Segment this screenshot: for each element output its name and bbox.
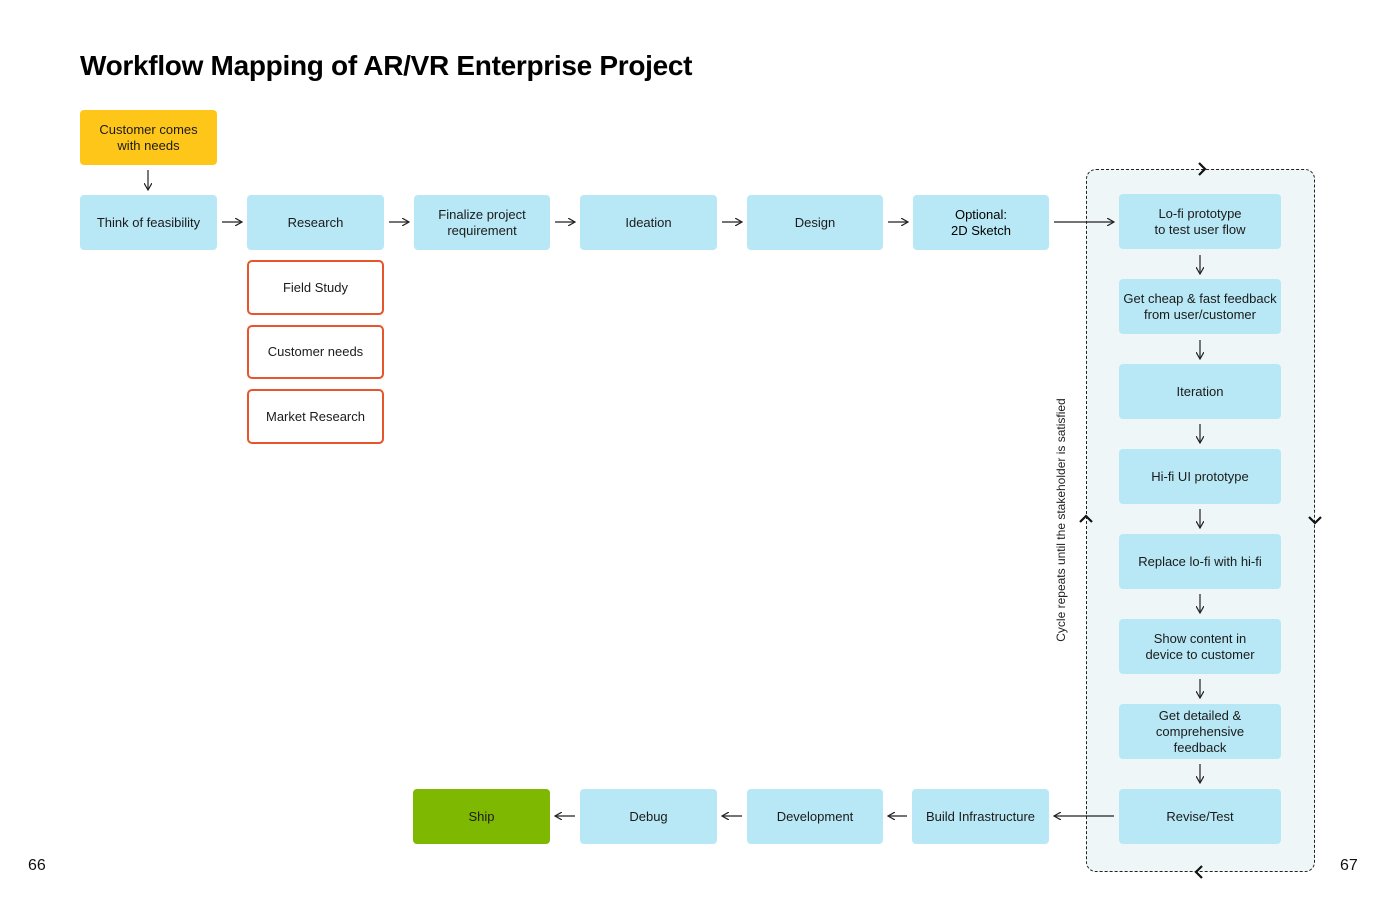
step-research: Research bbox=[247, 195, 384, 250]
step-label: Ideation bbox=[625, 214, 672, 230]
loop-step-hifi-prototype: Hi-fi UI prototype bbox=[1119, 449, 1281, 504]
step-optional-2d-sketch: Optional:2D Sketch bbox=[913, 195, 1049, 250]
loop-direction-chevron bbox=[1308, 516, 1322, 525]
page-number-left: 66 bbox=[28, 857, 46, 874]
step-label: Show content in bbox=[1153, 630, 1247, 646]
research-item-field-study: Field Study bbox=[247, 260, 384, 315]
step-label: comprehensive bbox=[1155, 723, 1245, 739]
step-label: to test user flow bbox=[1154, 221, 1246, 237]
step-label: 2D Sketch bbox=[951, 222, 1011, 238]
step-label: Get cheap & fast feedback bbox=[1123, 290, 1277, 306]
step-label: Replace lo-fi with hi-fi bbox=[1138, 553, 1262, 569]
step-label: Hi-fi UI prototype bbox=[1151, 468, 1249, 484]
loop-direction-chevron bbox=[1198, 162, 1207, 176]
step-label: Optional: bbox=[954, 206, 1008, 222]
step-label: Finalize project bbox=[438, 206, 526, 222]
step-label: Iteration bbox=[1176, 383, 1224, 399]
step-debug: Debug bbox=[580, 789, 717, 844]
step-label: Research bbox=[287, 214, 344, 230]
step-label: Revise/Test bbox=[1166, 808, 1234, 824]
step-label: requirement bbox=[447, 222, 517, 238]
page-title: Workflow Mapping of AR/VR Enterprise Pro… bbox=[80, 50, 693, 81]
step-label: Get detailed & bbox=[1158, 707, 1242, 723]
loop-step-replace-lofi: Replace lo-fi with hi-fi bbox=[1119, 534, 1281, 589]
loop-step-revise-test: Revise/Test bbox=[1119, 789, 1281, 844]
step-label: Lo-fi prototype bbox=[1158, 205, 1242, 221]
loop-direction-chevron bbox=[1079, 514, 1093, 523]
step-label: Design bbox=[794, 214, 836, 230]
loop-step-iteration: Iteration bbox=[1119, 364, 1281, 419]
start-node-line: Customer comes bbox=[99, 121, 198, 137]
step-label: from user/customer bbox=[1144, 306, 1256, 322]
step-label: Think of feasibility bbox=[96, 214, 201, 230]
step-ship: Ship bbox=[413, 789, 550, 844]
step-build-infrastructure: Build Infrastructure bbox=[912, 789, 1049, 844]
step-think-of-feasibility: Think of feasibility bbox=[80, 195, 217, 250]
step-ideation: Ideation bbox=[580, 195, 717, 250]
start-node-line: with needs bbox=[117, 137, 180, 153]
research-item-market-research: Market Research bbox=[247, 389, 384, 444]
loop-direction-chevron bbox=[1194, 865, 1203, 879]
research-item-customer-needs: Customer needs bbox=[247, 325, 384, 379]
step-development: Development bbox=[747, 789, 883, 844]
step-design: Design bbox=[747, 195, 883, 250]
page-number-right: 67 bbox=[1340, 857, 1358, 874]
step-label: device to customer bbox=[1145, 646, 1255, 662]
step-label: feedback bbox=[1173, 739, 1227, 755]
